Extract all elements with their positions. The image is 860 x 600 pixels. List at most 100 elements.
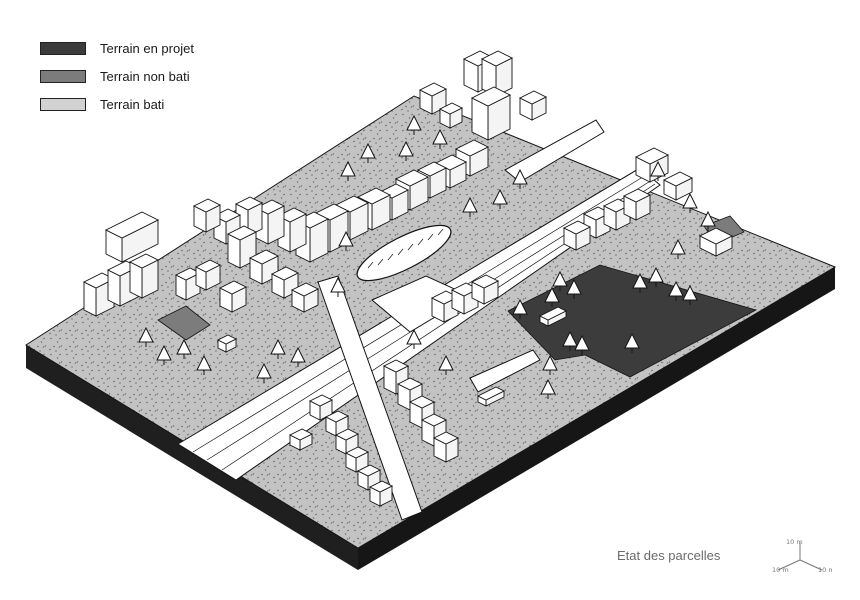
building [356, 187, 392, 205]
tree [432, 128, 448, 149]
building [470, 86, 512, 107]
legend-item-terrain-non-bati: Terrain non bati [40, 62, 194, 90]
scale-label-right: 10 m [818, 566, 832, 574]
main-avenue [317, 275, 423, 521]
building [216, 334, 238, 345]
building [418, 82, 448, 97]
building [290, 282, 320, 297]
tree [406, 114, 422, 135]
tree [512, 168, 528, 189]
building [194, 259, 222, 273]
tree [668, 280, 684, 301]
tree [438, 354, 454, 375]
legend: Terrain en projet Terrain non bati Terra… [40, 34, 194, 118]
legend-label: Terrain non bati [100, 68, 190, 84]
building [562, 220, 592, 235]
building [476, 386, 506, 401]
building [396, 377, 424, 391]
trees-layer [138, 114, 716, 399]
scale-axis-right [799, 559, 823, 571]
scale-axis-left [777, 559, 801, 571]
legend-item-terrain-bati: Terrain bati [40, 90, 194, 118]
cross-street [504, 119, 605, 183]
legend-swatch-terrain-non-bati [40, 69, 86, 83]
building [192, 198, 222, 213]
tree [682, 192, 698, 213]
building [438, 102, 464, 115]
tree [338, 230, 354, 251]
building [226, 225, 258, 241]
building [248, 249, 280, 265]
building [470, 274, 500, 289]
building [518, 90, 548, 105]
building [356, 464, 382, 477]
tree [566, 278, 582, 299]
building [698, 227, 734, 245]
legend-item-terrain-en-projet: Terrain en projet [40, 34, 194, 62]
building [420, 413, 448, 427]
tree [196, 354, 212, 375]
tree [176, 338, 192, 359]
building [270, 266, 300, 281]
tree [624, 332, 640, 353]
building [128, 253, 160, 269]
building [454, 139, 490, 157]
building [382, 359, 410, 373]
building [104, 211, 160, 239]
building [408, 395, 436, 409]
buildings-layer [82, 50, 734, 507]
tree [544, 286, 560, 307]
building [368, 480, 394, 493]
base-left-face [26, 345, 358, 570]
legend-label: Terrain en projet [100, 40, 194, 56]
legend-swatch-terrain-en-projet [40, 41, 86, 55]
legend-label: Terrain bati [100, 96, 165, 112]
building [344, 446, 370, 459]
building [308, 394, 334, 407]
tree [552, 270, 568, 291]
tree [682, 284, 698, 305]
tree [632, 272, 648, 293]
tree [398, 140, 414, 161]
tree [512, 298, 528, 319]
building [480, 50, 514, 67]
tree [156, 344, 172, 365]
tree [330, 276, 346, 297]
parking-stripes [367, 228, 444, 269]
tree [650, 160, 666, 181]
tree [492, 188, 508, 209]
parcel-terrain-non-bati [157, 305, 211, 341]
scale-label-left: 10 m [772, 566, 789, 574]
tree [542, 354, 558, 375]
tree [540, 378, 556, 399]
tree [256, 362, 272, 383]
building [324, 410, 350, 423]
map-caption: Etat des parcelles [617, 548, 721, 563]
building [334, 428, 360, 441]
legend-swatch-terrain-bati [40, 97, 86, 111]
building [416, 161, 448, 177]
scale-indicator: 10 m 10 m 10 m [772, 538, 832, 574]
tree [648, 266, 664, 287]
tree [138, 326, 154, 347]
building [234, 196, 264, 211]
building [174, 267, 202, 281]
base-right-face [358, 267, 835, 570]
tree [360, 142, 376, 163]
building [288, 428, 314, 441]
scale-label-up: 10 m [786, 538, 803, 546]
building [218, 280, 248, 295]
building [432, 431, 460, 445]
building [538, 306, 568, 321]
building [394, 169, 430, 187]
south-street [469, 349, 541, 393]
building [662, 171, 694, 187]
building [622, 188, 652, 203]
tree [290, 346, 306, 367]
building [634, 147, 670, 165]
tree [340, 160, 356, 181]
tree [462, 196, 478, 217]
tree [574, 334, 590, 355]
tree [562, 330, 578, 351]
